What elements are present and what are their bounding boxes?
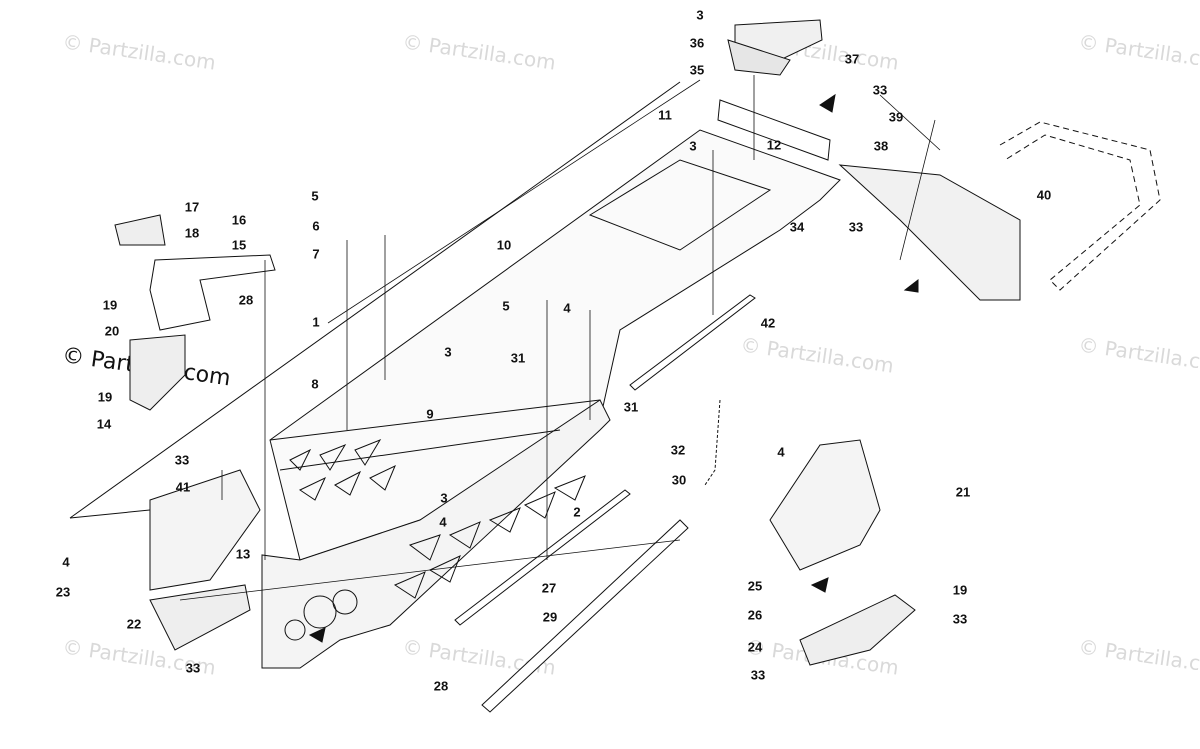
callout: 15 (231, 237, 247, 253)
running-board-left (149, 584, 251, 651)
callout: 18 (184, 225, 200, 241)
callout: 3 (696, 7, 704, 23)
callout: 31 (623, 399, 639, 415)
assembly-outline (69, 81, 681, 519)
callout: 29 (542, 609, 558, 625)
callout: 19 (952, 582, 968, 598)
callout: 32 (670, 442, 686, 458)
callout: 33 (174, 452, 190, 468)
rear-flap (838, 164, 1021, 301)
side-bracket (149, 469, 261, 591)
bracket (717, 99, 831, 161)
slide-rail (454, 489, 631, 626)
callout: 24 (747, 639, 763, 655)
direction-arrow (903, 278, 919, 293)
side-rail (629, 294, 756, 391)
callout: 34 (789, 219, 805, 235)
tunnel-deck (269, 129, 841, 561)
callout: 40 (1036, 187, 1052, 203)
callout: 13 (235, 546, 251, 562)
triangle-cutouts (289, 438, 586, 599)
direction-arrow (819, 93, 836, 113)
callout: 33 (185, 660, 201, 676)
tunnel-window (588, 159, 772, 251)
callout: 8 (311, 376, 319, 392)
callout: 22 (126, 616, 142, 632)
left-side-panel (261, 399, 611, 669)
callout: 4 (62, 554, 70, 570)
callout: 36 (689, 35, 705, 51)
chain (704, 399, 721, 486)
rod (481, 519, 689, 713)
callout: 33 (872, 82, 888, 98)
callout: 21 (955, 484, 971, 500)
callout: 5 (502, 298, 510, 314)
callout: 5 (311, 188, 319, 204)
direction-arrow (810, 577, 829, 593)
callout: 19 (102, 297, 118, 313)
callout: 42 (760, 315, 776, 331)
step-plate (799, 594, 916, 666)
callout: 4 (439, 514, 447, 530)
footrest (769, 439, 881, 571)
direction-arrow (308, 627, 326, 643)
callout: 39 (888, 109, 904, 125)
callout: 10 (496, 237, 512, 253)
callout: 4 (563, 300, 571, 316)
callout: 35 (689, 62, 705, 78)
callout: 20 (104, 323, 120, 339)
top-bracket (727, 39, 791, 76)
callout: 3 (444, 344, 452, 360)
callout: 6 (312, 218, 320, 234)
leader-lines (179, 75, 941, 601)
bumper-outline (999, 121, 1161, 291)
callout: 31 (510, 350, 526, 366)
callout: 30 (671, 472, 687, 488)
callout: 27 (541, 580, 557, 596)
callout: 33 (848, 219, 864, 235)
panel-hole (284, 619, 306, 641)
callout: 7 (312, 246, 320, 262)
callout: 1 (312, 314, 320, 330)
callout: 25 (747, 578, 763, 594)
bracket-left (129, 334, 186, 411)
panel-hole (303, 595, 337, 629)
handle (149, 254, 276, 331)
small-cover (114, 214, 166, 246)
callout: 11 (658, 107, 672, 123)
callout: 3 (440, 490, 448, 506)
callout: 26 (747, 607, 763, 623)
inner-rail (279, 429, 561, 471)
callout: 33 (750, 667, 766, 683)
callout: 14 (96, 416, 112, 432)
callout: 4 (777, 444, 785, 460)
callout: 37 (844, 51, 860, 67)
callout: 33 (952, 611, 968, 627)
callout: 38 (873, 138, 889, 154)
callout: 23 (55, 584, 71, 600)
callout: 16 (231, 212, 247, 228)
panel-hole (332, 589, 358, 615)
callout: 28 (433, 678, 449, 694)
callout: 17 (184, 199, 200, 215)
callout: 12 (766, 137, 782, 153)
callout: 2 (573, 504, 581, 520)
inner-rail (269, 399, 601, 441)
callout: 3 (689, 138, 697, 154)
callout: 28 (238, 292, 254, 308)
callout: 19 (97, 389, 113, 405)
callout: 41 (175, 479, 191, 495)
callout: 9 (426, 406, 434, 422)
